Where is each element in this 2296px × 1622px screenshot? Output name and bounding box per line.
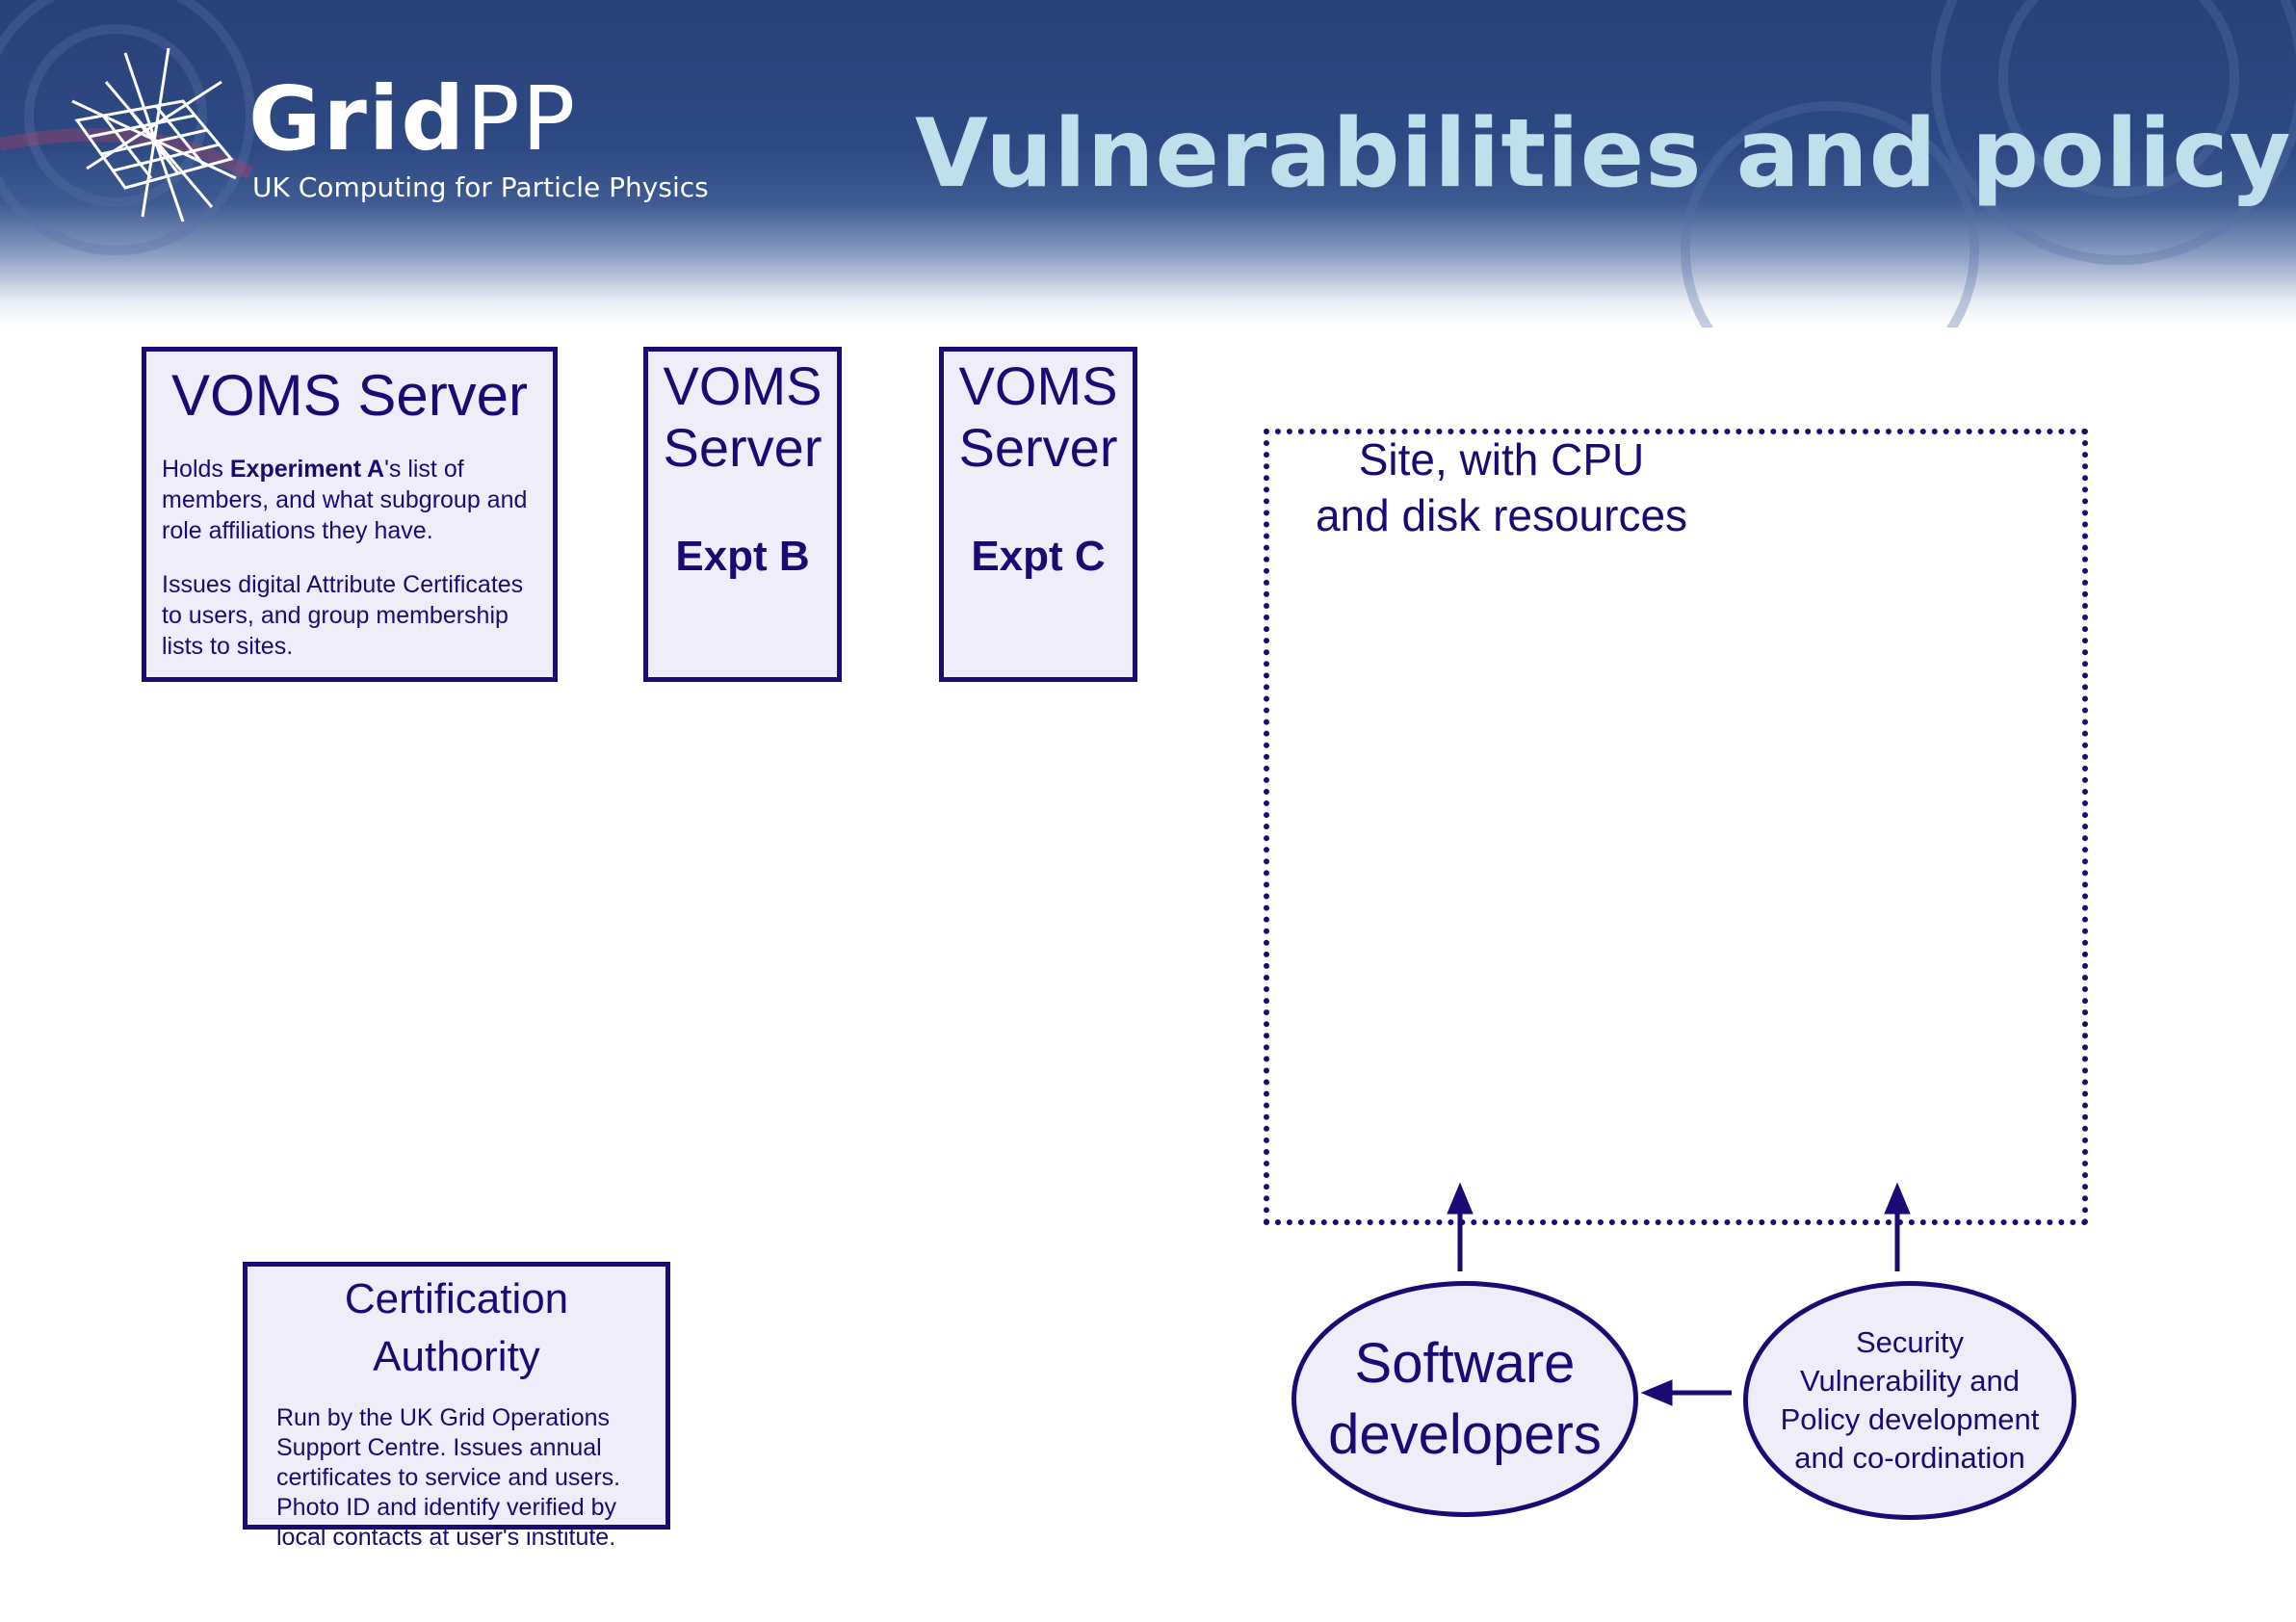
ca-description: Run by the UK Grid Operations Support Ce… [276,1404,621,1551]
voms-server-b: VOMS Server Expt B [643,347,842,682]
voms-b-title: VOMS Server [663,355,822,478]
slide-title: Vulnerabilities and policy [915,99,2292,209]
voms-server-c: VOMS Server Expt C [939,347,1137,682]
gridpp-logo-icon [71,47,237,222]
voms-a-title: VOMS Server [170,363,529,428]
ca-title: Certification Authority [344,1275,569,1380]
security-policy-node: Security Vulnerability and Policy develo… [1743,1281,2076,1520]
logo-tagline: UK Computing for Particle Physics [252,171,709,203]
site-label: Site, with CPU and disk resources [1315,434,1688,540]
voms-c-title: VOMS Server [958,355,1118,478]
voms-a-description: Holds Experiment A's list of members, an… [162,456,528,544]
voms-server-a: VOMS Server Holds Experiment A's list of… [142,347,558,682]
software-developers-node: Software developers [1292,1281,1638,1517]
header-banner: GridPP UK Computing for Particle Physics… [0,0,2296,327]
voms-b-expt: Expt B [675,533,810,580]
voms-a-description-2: Issues digital Attribute Certificates to… [162,571,524,660]
site-boundary [1264,429,2088,1225]
certification-authority: Certification Authority Run by the UK Gr… [243,1262,670,1551]
voms-c-expt: Expt C [971,533,1106,580]
logo-wordmark: GridPP [248,67,578,170]
